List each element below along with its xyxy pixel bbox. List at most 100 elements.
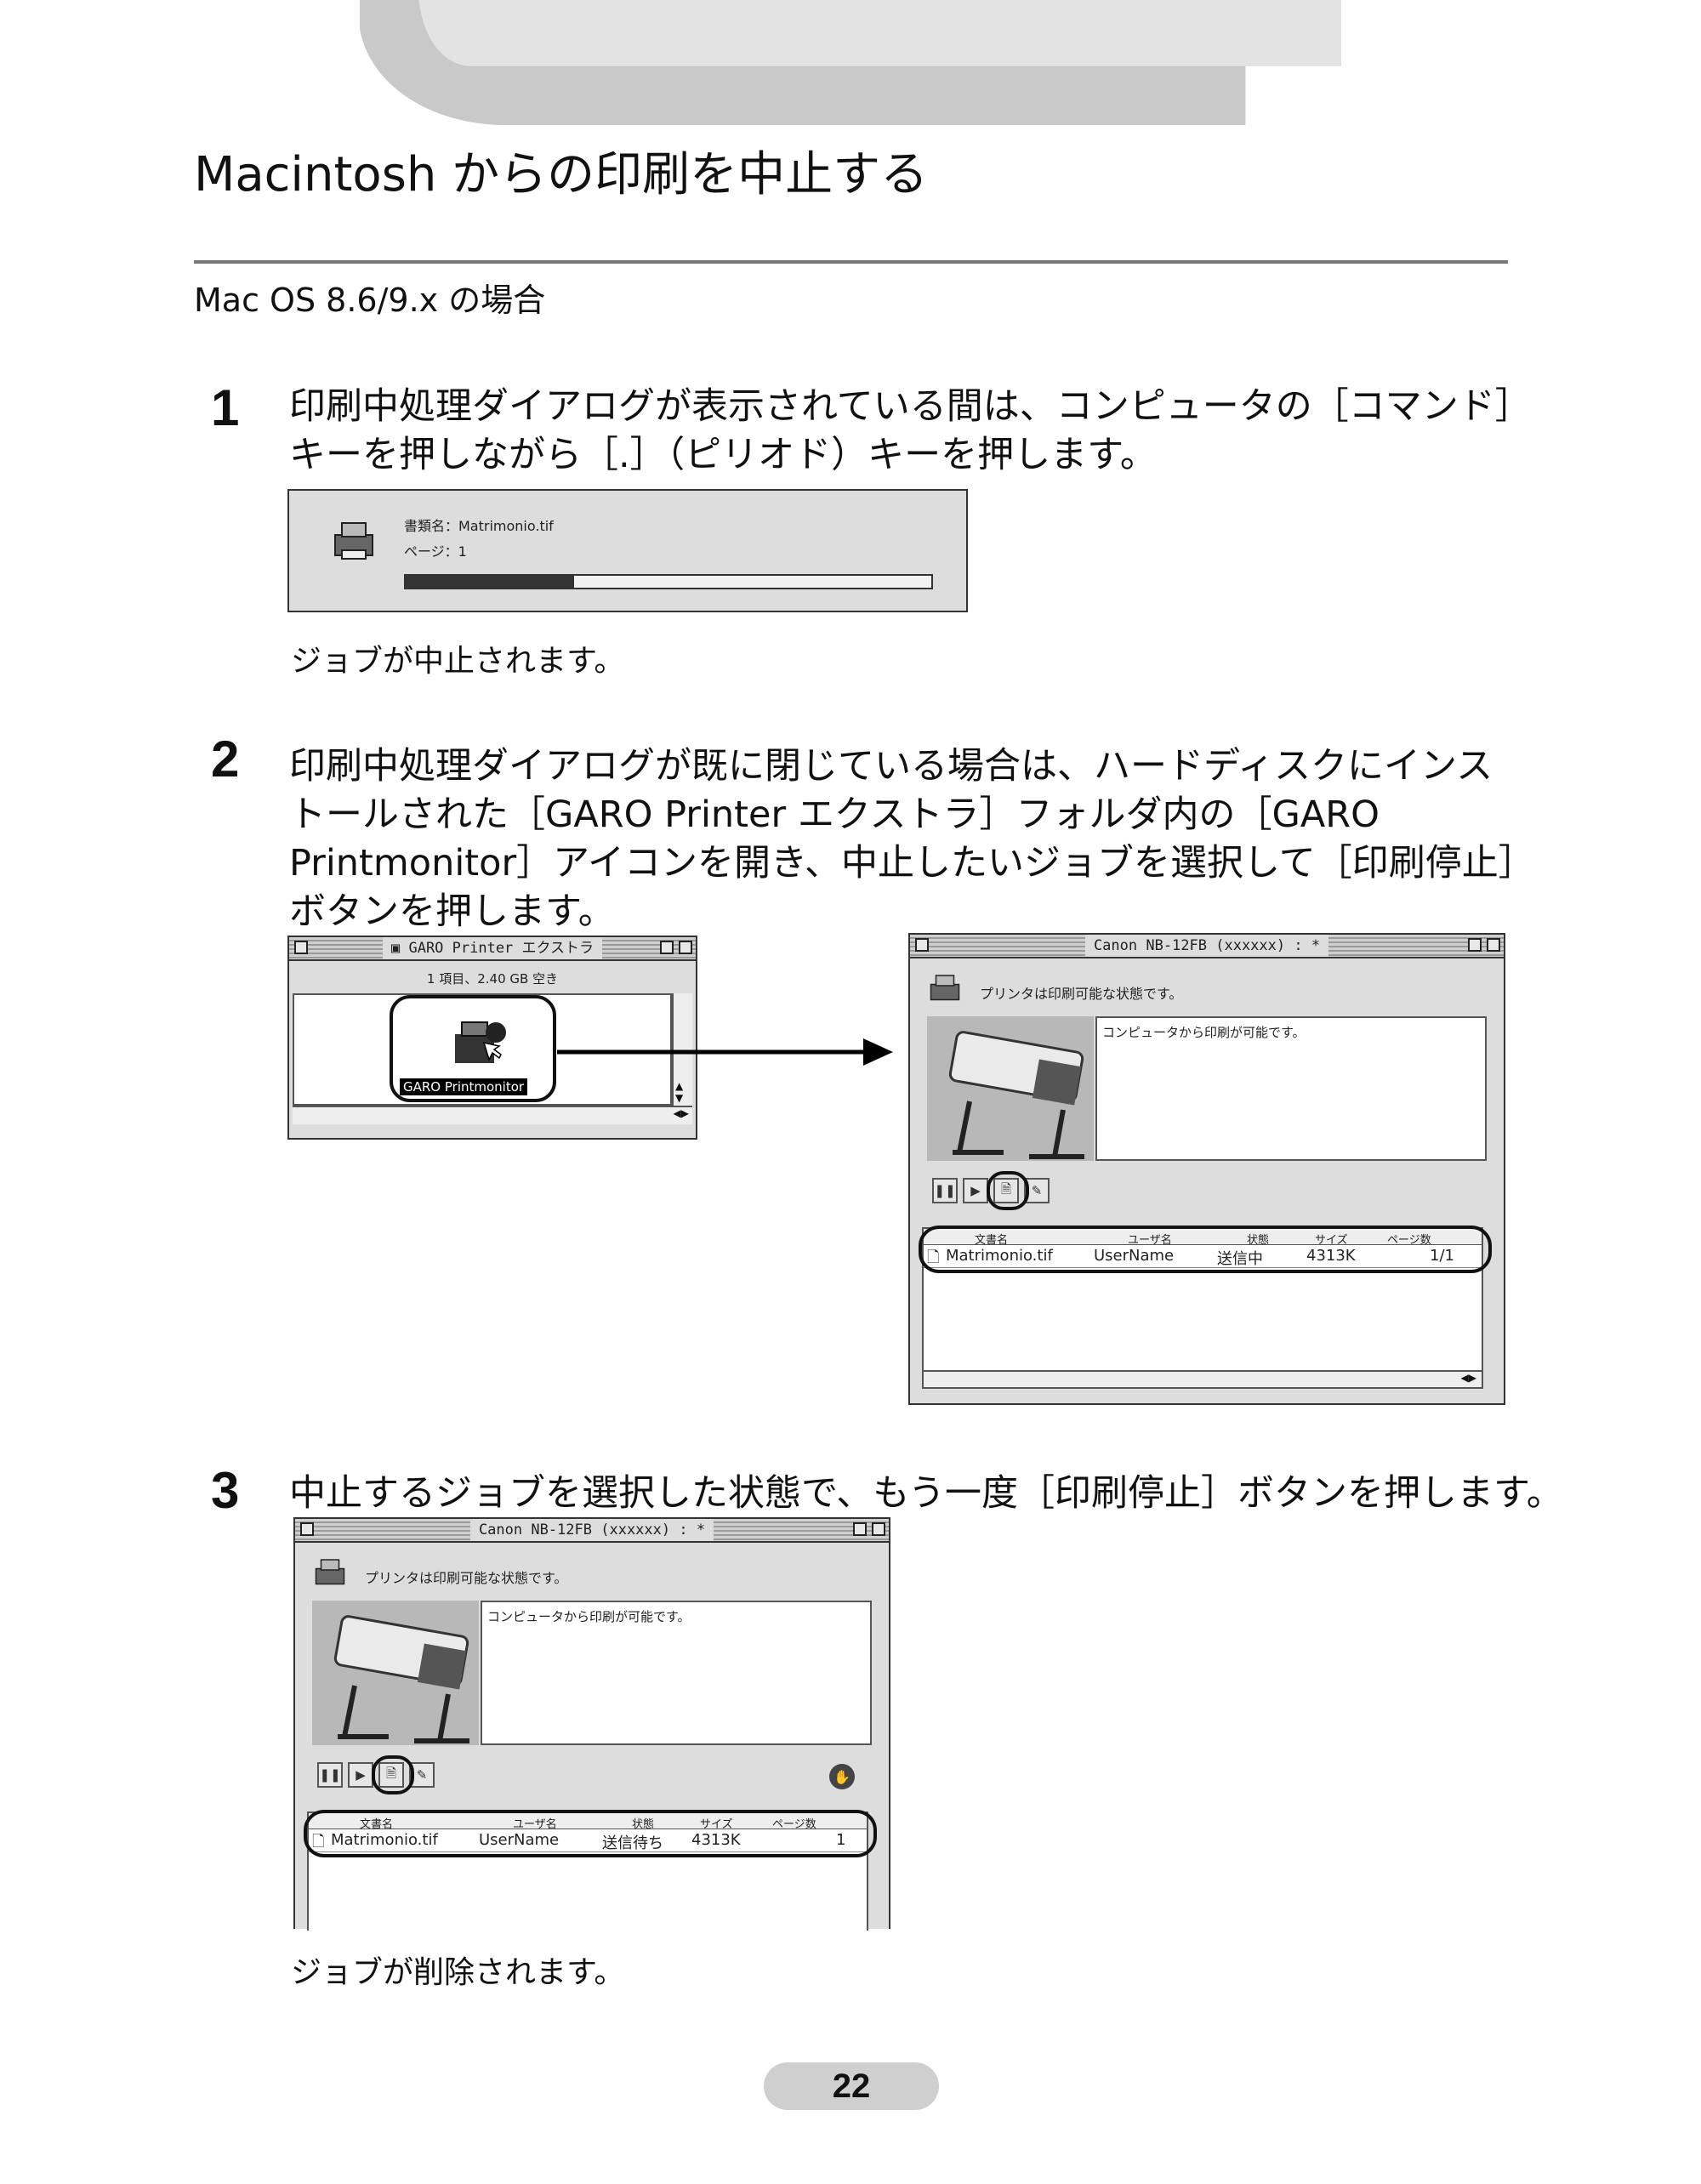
col-size[interactable]: サイズ xyxy=(700,1818,733,1831)
progress-page-label: ページ：1 xyxy=(404,543,467,560)
job-pages: 1 xyxy=(836,1831,846,1849)
scroll-lr-icon: ◀▶ xyxy=(673,1107,689,1119)
cursor-arrow-icon xyxy=(482,1041,502,1062)
pause-button[interactable]: ❚❚ xyxy=(932,1178,958,1203)
col-user-name[interactable]: ユーザ名 xyxy=(513,1818,557,1831)
step-2-line-2: トールされた［GARO Printer エクストラ］フォルダ内の［GARO xyxy=(289,793,1380,836)
step-3-text: 中止するジョブを選択した状態で、もう一度［印刷停止］ボタンを押します。 xyxy=(289,1470,1563,1518)
scroll-lr-icon: ◀▶ xyxy=(1460,1372,1476,1384)
printer-message-text: コンピュータから印刷が可能です。 xyxy=(1102,1025,1306,1040)
horizontal-scrollbar[interactable]: ◀▶ xyxy=(293,1106,692,1124)
step-2-line-3: Printmonitor］アイコンを開き、中止したいジョブを選択して［印刷停止］ xyxy=(289,842,1535,884)
flow-arrow-icon xyxy=(557,1038,893,1066)
header-band xyxy=(360,0,1341,126)
highlight-ring-icon xyxy=(919,1226,1492,1273)
printer-message-text: コンピュータから印刷が可能です。 xyxy=(487,1609,691,1624)
monitor-window-title: Canon NB-12FB (xxxxxx) : * xyxy=(1084,935,1329,957)
job-list-header: 文書名 ユーザ名 状態 サイズ ページ数 xyxy=(309,1813,867,1831)
printmonitor-window: Canon NB-12FB (xxxxxx) : * プリンタは印刷可能な状態で… xyxy=(908,933,1505,1405)
col-status[interactable]: 状態 xyxy=(1247,1234,1270,1247)
step-1-line-2: キーを押しながら［.］（ピリオド）キーを押します。 xyxy=(289,434,1157,476)
horizontal-scrollbar[interactable]: ◀▶ xyxy=(924,1370,1482,1387)
job-row[interactable]: 🗋 Matrimonio.tif UserName 送信待ち 4313K 1 xyxy=(309,1829,867,1852)
job-user-name: UserName xyxy=(1094,1247,1175,1265)
job-doc-name: Matrimonio.tif xyxy=(946,1247,1053,1265)
step-3-note: ジョブが削除されます。 xyxy=(291,1955,625,1990)
pause-icon: ❚❚ xyxy=(319,1767,341,1783)
col-doc-name[interactable]: 文書名 xyxy=(360,1818,394,1831)
col-size[interactable]: サイズ xyxy=(1315,1234,1348,1247)
resume-button[interactable]: ▶ xyxy=(963,1178,988,1203)
highlight-ring-icon xyxy=(390,995,556,1102)
col-pages[interactable]: ページ数 xyxy=(772,1818,816,1831)
folder-icon: ▣ xyxy=(390,940,409,957)
step-2-text: 印刷中処理ダイアログが既に閉じている場合は、ハードディスクにインス トールされた… xyxy=(289,742,1535,936)
collapse-box[interactable] xyxy=(679,941,692,954)
printer-status-text: プリンタは印刷可能な状態です。 xyxy=(980,986,1183,1002)
close-box[interactable] xyxy=(300,1522,314,1536)
folder-title-bar[interactable]: ▣ GARO Printer エクストラ xyxy=(289,937,696,961)
play-icon: ▶ xyxy=(356,1767,366,1783)
printer-status-text: プリンタは印刷可能な状態です。 xyxy=(365,1570,568,1586)
printer-image-icon xyxy=(927,1016,1094,1161)
zoom-box[interactable] xyxy=(1468,938,1482,952)
progress-bar xyxy=(404,574,933,589)
printmonitor-label[interactable]: GARO Printmonitor xyxy=(400,1078,528,1095)
step-2-line-1: 印刷中処理ダイアログが既に閉じている場合は、ハードディスクにインス xyxy=(289,745,1493,788)
col-doc-name[interactable]: 文書名 xyxy=(975,1234,1009,1247)
pause-button[interactable]: ❚❚ xyxy=(317,1762,343,1788)
col-user-name[interactable]: ユーザ名 xyxy=(1128,1234,1172,1247)
collapse-box[interactable] xyxy=(872,1522,885,1536)
col-pages[interactable]: ページ数 xyxy=(1387,1234,1431,1247)
section-title: Mac OS 8.6/9.x の場合 xyxy=(194,282,546,319)
play-icon: ▶ xyxy=(970,1183,981,1198)
printmonitor-window: Canon NB-12FB (xxxxxx) : * プリンタは印刷可能な状態で… xyxy=(293,1517,890,1931)
job-doc-name: Matrimonio.tif xyxy=(331,1831,438,1849)
job-row[interactable]: 🗋 Matrimonio.tif UserName 送信中 4313K 1/1 xyxy=(924,1245,1482,1268)
highlight-ring-icon xyxy=(304,1810,877,1857)
highlight-ring-icon xyxy=(987,1171,1029,1210)
resume-button[interactable]: ▶ xyxy=(348,1762,373,1788)
page-number: 22 xyxy=(764,2062,939,2110)
printer-icon xyxy=(334,522,373,560)
page-title: Macintosh からの印刷を中止する xyxy=(194,147,929,202)
folder-window: ▣ GARO Printer エクストラ 1 項目、2.40 GB 空き ▲▼ … xyxy=(287,936,697,1140)
close-box[interactable] xyxy=(294,941,308,954)
step-1-line-1: 印刷中処理ダイアログが表示されている間は、コンピュータの［コマンド］ xyxy=(289,385,1532,428)
print-progress-dialog: 書類名：Matrimonio.tif ページ：1 xyxy=(287,489,968,612)
zoom-box[interactable] xyxy=(853,1522,867,1536)
highlight-ring-icon xyxy=(372,1755,414,1794)
step-2-number: 2 xyxy=(211,731,240,788)
printer-icon xyxy=(930,975,960,1001)
job-size: 4313K xyxy=(1306,1247,1356,1265)
monitor-title-bar[interactable]: Canon NB-12FB (xxxxxx) : * xyxy=(295,1519,889,1543)
zoom-box[interactable] xyxy=(660,941,674,954)
col-status[interactable]: 状態 xyxy=(632,1818,655,1831)
tools-icon: ✎ xyxy=(1031,1183,1043,1198)
message-box: コンピュータから印刷が可能です。 xyxy=(1095,1016,1487,1161)
job-status: 送信待ち xyxy=(602,1834,663,1852)
job-user-name: UserName xyxy=(479,1831,560,1849)
pause-icon: ❚❚ xyxy=(934,1183,956,1198)
printer-icon xyxy=(315,1559,345,1585)
vertical-scrollbar[interactable]: ▲▼ xyxy=(672,993,692,1106)
step-1-note: ジョブが中止されます。 xyxy=(291,644,625,679)
scroll-arrows-icon: ▲▼ xyxy=(675,1080,684,1104)
job-size: 4313K xyxy=(691,1831,741,1849)
printer-image-icon xyxy=(312,1601,479,1745)
step-2-line-4: ボタンを押します。 xyxy=(289,890,615,933)
section-rule xyxy=(194,260,1508,264)
progress-fill xyxy=(406,576,574,588)
folder-window-title: GARO Printer エクストラ xyxy=(408,940,594,957)
collapse-box[interactable] xyxy=(1487,938,1500,952)
step-1-number: 1 xyxy=(211,379,240,436)
monitor-title-bar[interactable]: Canon NB-12FB (xxxxxx) : * xyxy=(910,935,1504,958)
hand-stop-icon[interactable]: ✋ xyxy=(829,1764,855,1789)
job-status: 送信中 xyxy=(1217,1250,1263,1268)
printmonitor-app-icon[interactable] xyxy=(447,1014,515,1073)
folder-info: 1 項目、2.40 GB 空き xyxy=(426,971,559,987)
step-3-line-1: 中止するジョブを選択した状態で、もう一度［印刷停止］ボタンを押します。 xyxy=(289,1472,1563,1515)
close-box[interactable] xyxy=(915,938,929,952)
progress-doc-label: 書類名：Matrimonio.tif xyxy=(404,518,554,534)
job-list-header: 文書名 ユーザ名 状態 サイズ ページ数 xyxy=(924,1229,1482,1247)
